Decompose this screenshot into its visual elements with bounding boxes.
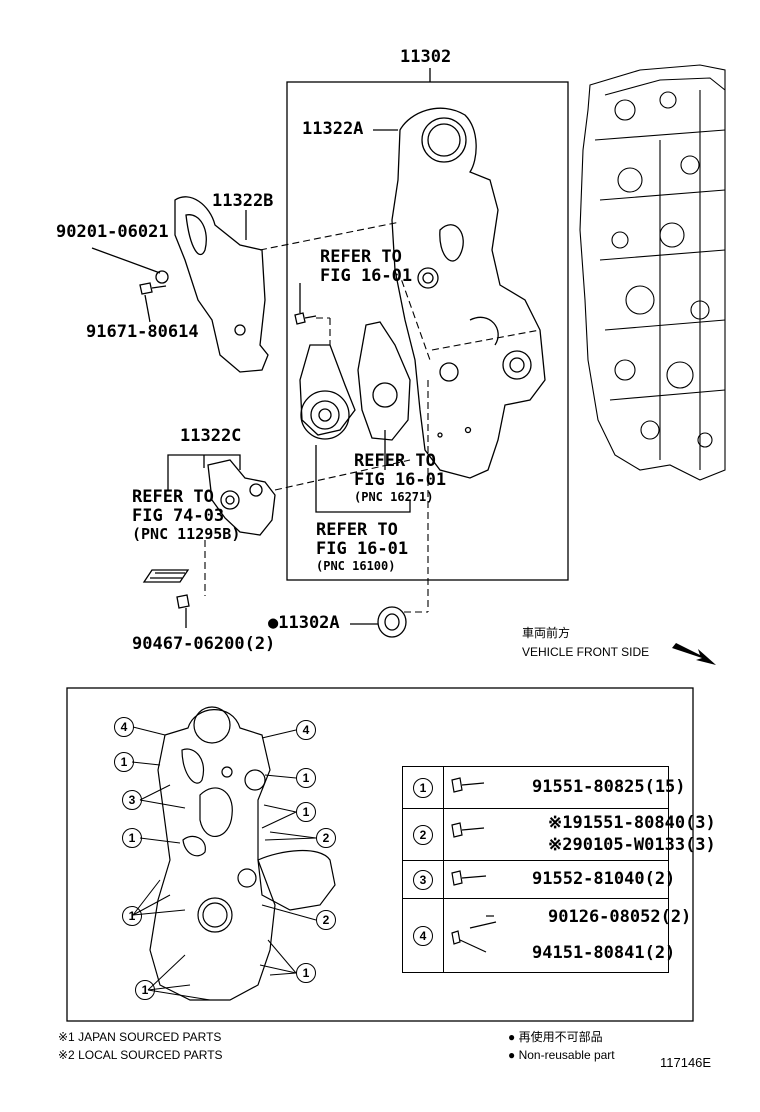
front-side-jp: 車両前方 xyxy=(522,626,571,640)
callout-1-a: 1 xyxy=(114,752,134,772)
refer4-line2: FIG 74-03 xyxy=(132,506,225,526)
oil-seal xyxy=(377,606,407,638)
callout-1-f: 1 xyxy=(296,963,316,983)
refer3-line2: FIG 16-01 xyxy=(316,539,409,559)
legend-part-2a: ※191551-80840(3) xyxy=(548,813,716,833)
refer1-line1: REFER TO xyxy=(320,247,402,267)
callout-1-g: 1 xyxy=(135,980,155,1000)
callout-2-a: 2 xyxy=(316,828,336,848)
label-90201: 90201-06021 xyxy=(56,222,169,242)
label-11322b: 11322B xyxy=(212,191,274,211)
gasket-11322b xyxy=(174,196,269,373)
legend-num-3: 3 xyxy=(413,870,433,890)
refer4-line3: (PNC 11295B) xyxy=(132,525,241,543)
note-local-sourced: ※2 LOCAL SOURCED PARTS xyxy=(58,1048,223,1062)
callout-1-e: 1 xyxy=(122,906,142,926)
front-arrow xyxy=(672,643,716,665)
note-japan-sourced: ※1 JAPAN SOURCED PARTS xyxy=(58,1030,222,1044)
detail-cover xyxy=(149,706,336,1001)
label-91671: 91671-80614 xyxy=(86,322,199,342)
timing-cover xyxy=(391,107,546,479)
legend-num-4: 4 xyxy=(413,926,433,946)
label-11302a: ●11302A xyxy=(268,613,340,633)
refer3-line3: (PNC 16100) xyxy=(316,559,396,573)
refer2-line1: REFER TO xyxy=(354,451,436,471)
fastener-legend: 1 91551-80825(15) 2 ※191551-80840(3) ※29… xyxy=(402,766,716,973)
legend-num-1: 1 xyxy=(413,778,433,798)
callout-4-right: 4 xyxy=(296,720,316,740)
label-90467: 90467-06200(2) xyxy=(132,634,276,654)
legend-part-1: 91551-80825(15) xyxy=(532,777,686,797)
legend-part-4b: 94151-80841(2) xyxy=(532,943,676,963)
refer4-line1: REFER TO xyxy=(132,487,214,507)
legend-num-2: 2 xyxy=(413,825,433,845)
legend-part-3: 91552-81040(2) xyxy=(532,869,676,889)
front-side-en: VEHICLE FRONT SIDE xyxy=(522,645,650,659)
detail-frame xyxy=(66,687,694,1022)
callout-2-b: 2 xyxy=(316,910,336,930)
callout-4-left: 4 xyxy=(114,717,134,737)
legend-part-2b: ※290105-W0133(3) xyxy=(548,835,716,855)
label-11322a: 11322A xyxy=(302,119,364,139)
refer2-line3: (PNC 16271) xyxy=(354,490,434,504)
refer3-line1: REFER TO xyxy=(316,520,398,540)
callout-1-c: 1 xyxy=(296,802,316,822)
legend-part-4a: 90126-08052(2) xyxy=(548,907,692,927)
note-nonreusable-en: ● Non-reusable part xyxy=(508,1048,615,1062)
callout-3: 3 xyxy=(122,790,142,810)
callout-1-b: 1 xyxy=(296,768,316,788)
callout-1-d: 1 xyxy=(122,828,142,848)
label-11322c: 11322C xyxy=(180,426,242,446)
gasket-11322c xyxy=(207,459,276,536)
refer2-line2: FIG 16-01 xyxy=(354,470,447,490)
engine-block xyxy=(579,64,726,481)
figure-id: 117146E xyxy=(660,1055,712,1070)
note-nonreusable-jp: ● 再使用不可部品 xyxy=(508,1030,603,1044)
label-11302: 11302 xyxy=(400,47,452,67)
refer1-line2: FIG 16-01 xyxy=(320,266,413,286)
